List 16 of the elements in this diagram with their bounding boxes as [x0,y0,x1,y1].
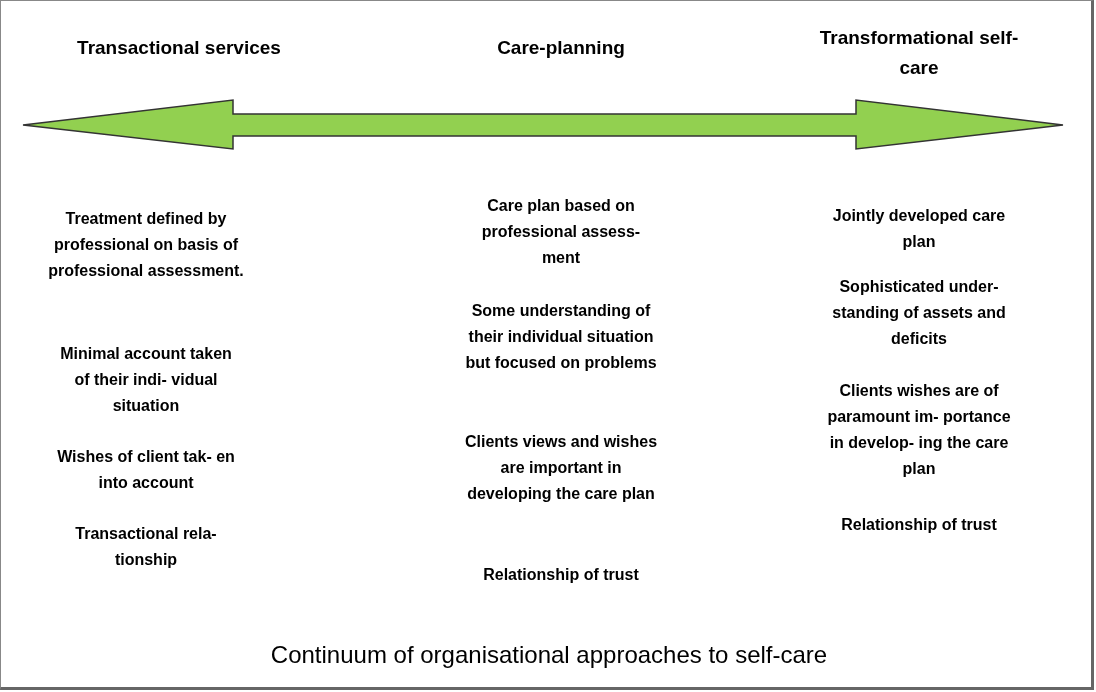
description-text: Wishes of client tak- en into account [56,447,236,493]
description-text: Some understanding of their individual situation but focused on problems [464,301,658,373]
description-text: Clients views and wishes are important in developing the care plan [463,432,659,504]
description-text: Sophisticated under- standing of assets and deficits [831,277,1007,349]
description-text: Relationship of trust [840,515,998,535]
column-heading: Transformational self-care [818,26,1020,80]
column-heading: Transactional services [76,36,282,60]
description-text: Relationship of trust [482,565,640,585]
description-text: Transactional rela- tionship [74,524,218,570]
description-text: Jointly developed care plan [831,206,1007,252]
description-text: Clients wishes are of paramount im- portance in develop- ing the care plan [826,381,1012,479]
column-heading: Care-planning [496,36,626,60]
caption: Continuum of organisational approaches to self-care [269,641,829,669]
description-text: Treatment defined by professional on basis of professional assessment. [47,209,245,281]
description-text: Care plan based on professional assess- ment [480,196,642,268]
description-text: Minimal account taken of their indi- vidual situation [59,344,233,416]
